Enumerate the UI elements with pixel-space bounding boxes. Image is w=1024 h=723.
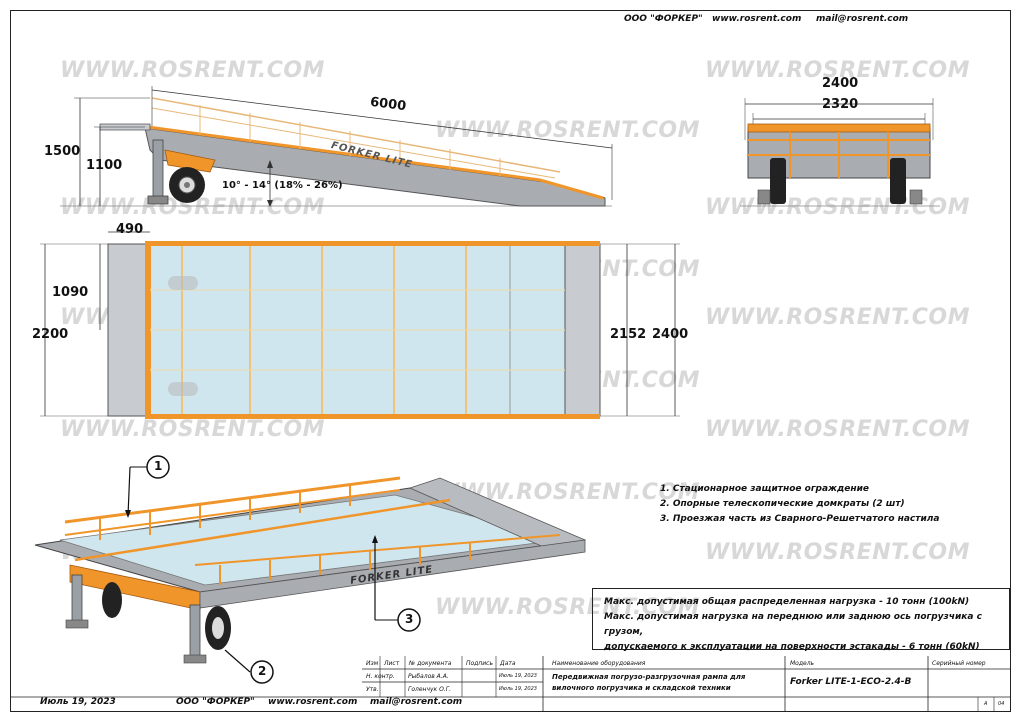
dim-full-width: 2200 <box>32 327 69 342</box>
tb-sheet-size: 04 <box>998 701 1005 707</box>
callout-2-label: 2 <box>258 664 267 678</box>
dim-outer-width: 2400 <box>652 327 689 342</box>
dim-height-total: 1500 <box>44 144 81 159</box>
callout-3-label: 3 <box>405 612 414 626</box>
tb-eq-name-2: вилочного погрузчика и складской техники <box>552 684 731 692</box>
header-email: mail@rosrent.com <box>816 14 909 24</box>
tb-person-1: Рыбалов А.А. <box>408 673 449 680</box>
watermark: WWW.ROSRENT.COM <box>705 195 970 220</box>
tb-sheet-format: A <box>984 701 988 707</box>
tb-serial-label: Серийный номер <box>932 660 986 667</box>
header-company: ООО "ФОРКЕР" <box>624 14 703 24</box>
front-view-ramp <box>740 98 940 207</box>
side-view-ramp <box>60 86 613 207</box>
watermark: WWW.ROSRENT.COM <box>705 540 970 565</box>
legend-item: 3. Проезжая часть из Сварного-Решетчатог… <box>660 514 940 524</box>
footer-company: ООО "ФОРКЕР" <box>176 697 255 707</box>
dim-angle: 10° - 14° (18% - 26%) <box>222 180 343 191</box>
dim-height-deck: 1100 <box>86 158 123 173</box>
legend: 1. Стационарное защитное ограждение 2. О… <box>660 482 939 527</box>
dim-half-width: 1090 <box>52 285 89 300</box>
footer-site: www.rosrent.com <box>268 697 358 707</box>
tb-eq-label: Наименование оборудования <box>552 660 646 667</box>
watermark: WWW.ROSRENT.COM <box>60 417 325 442</box>
watermark: WWW.ROSRENT.COM <box>705 305 970 330</box>
tb-row-nkontr: Н. контр. <box>366 673 395 680</box>
tb-col-doc: № документа <box>409 660 452 667</box>
callout-1 <box>146 455 170 479</box>
callout-1-label: 1 <box>154 459 163 473</box>
tb-model-label: Модель <box>790 660 815 667</box>
tb-row-utv: Утв. <box>366 686 379 693</box>
legend-item: 2. Опорные телескопические домкраты (2 ш… <box>660 499 905 509</box>
tb-eq-name-1: Передвижная погрузо-разгрузочная рампа д… <box>552 673 746 681</box>
watermark: WWW.ROSRENT.COM <box>60 58 325 83</box>
tb-person-2: Голенчук О.Г. <box>408 686 451 693</box>
spec-line: допускаемого к эксплуатации на поверхнос… <box>604 642 980 652</box>
watermark: WWW.ROSRENT.COM <box>435 595 700 620</box>
specs-box: Макс. допустимая общая распределенная на… <box>592 588 1010 652</box>
dim-platform: 490 <box>116 222 144 237</box>
tb-col-sign: Подпись <box>466 660 493 667</box>
watermark: WWW.ROSRENT.COM <box>435 118 700 143</box>
spec-line: Макс. допустимая общая распределенная на… <box>604 597 970 607</box>
dim-front-inner: 2320 <box>822 97 859 112</box>
footer-date: Июль 19, 2023 <box>40 697 116 707</box>
callout-3 <box>397 608 421 632</box>
top-view-ramp <box>40 231 680 419</box>
tb-col-date: Дата <box>500 660 516 667</box>
title-block-grid <box>10 656 1011 712</box>
callout-2 <box>250 660 274 684</box>
legend-item: 1. Стационарное защитное ограждение <box>660 484 870 494</box>
tb-model-value: Forker LITE-1-ECO-2.4-B <box>790 677 912 687</box>
spec-line: Макс. допустимая нагрузка на переднюю ил… <box>604 612 982 637</box>
watermark: WWW.ROSRENT.COM <box>705 58 970 83</box>
watermark: WWW.ROSRENT.COM <box>705 417 970 442</box>
dim-inner-width: 2152 <box>610 327 647 342</box>
tb-date-1: Июль 19, 2023 <box>499 673 537 679</box>
iso-view-ramp <box>34 466 587 673</box>
header-site: www.rosrent.com <box>712 14 802 24</box>
dim-front-outer: 2400 <box>822 76 859 91</box>
footer-email: mail@rosrent.com <box>370 697 463 707</box>
tb-col-izm: Изм <box>366 660 379 667</box>
tb-date-2: Июль 19, 2023 <box>499 686 537 692</box>
tb-col-list: Лист <box>384 660 400 667</box>
sheet-frame <box>10 10 1011 712</box>
